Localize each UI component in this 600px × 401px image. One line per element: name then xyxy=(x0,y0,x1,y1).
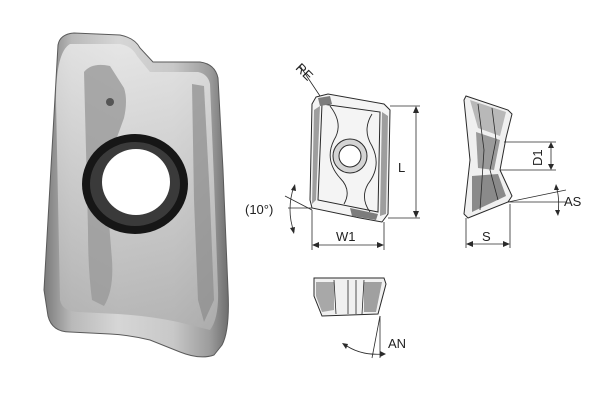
dimension-labels: RE L (10°) W1 D1 AS S AN xyxy=(245,60,582,351)
front-view-chipbreaker xyxy=(329,105,377,213)
insert-photo xyxy=(43,32,229,358)
an-arc xyxy=(343,343,385,355)
d1-arrow-bottom xyxy=(548,164,554,170)
bottom-view-shade-left xyxy=(316,282,334,312)
bottom-view-shade-right xyxy=(364,282,382,312)
front-view-corner-top xyxy=(318,96,332,106)
insert-side-shade xyxy=(192,84,214,322)
front-view-hole xyxy=(338,144,362,168)
w1-arrow-left xyxy=(312,242,319,248)
s-arrow-right xyxy=(503,241,510,247)
w1-label: W1 xyxy=(336,229,356,244)
bottom-view-lines xyxy=(333,279,365,315)
angle-arrow-bottom xyxy=(290,227,295,234)
l-label: L xyxy=(398,160,405,175)
an-arrow-right xyxy=(380,351,386,357)
angle-arc xyxy=(289,185,295,233)
s-label: S xyxy=(482,229,491,244)
s-arrow-left xyxy=(466,241,473,247)
insert-mark-dot xyxy=(106,98,114,106)
an-label: AN xyxy=(388,336,406,351)
an-slant-line xyxy=(371,315,381,359)
as-label: AS xyxy=(564,194,582,209)
as-arc xyxy=(555,185,560,215)
side-view-shade-mid xyxy=(476,132,500,170)
an-arrow-left xyxy=(342,343,348,349)
side-view xyxy=(463,95,567,248)
w1-arrow-right xyxy=(377,242,384,248)
l-arrow-top xyxy=(413,106,419,113)
re-label: RE xyxy=(293,60,317,84)
angle-arrow-top xyxy=(291,184,296,191)
as-arrow-top xyxy=(554,184,559,190)
l-arrow-bottom xyxy=(413,211,419,218)
front-view xyxy=(284,65,420,250)
as-arrow-bottom xyxy=(555,210,560,216)
front-view-inner xyxy=(317,103,381,213)
as-slant-line xyxy=(507,189,567,203)
front-view-edge-shade-left xyxy=(312,106,320,204)
front-view-corner-bottom xyxy=(350,208,378,220)
insert-hole xyxy=(102,149,170,215)
side-view-lines xyxy=(477,103,499,211)
angle-slant-line xyxy=(284,195,313,211)
d1-arrow-top xyxy=(548,142,554,148)
angle-label: (10°) xyxy=(245,202,273,217)
bottom-view xyxy=(313,277,387,359)
re-leader-line xyxy=(299,65,321,97)
d1-label: D1 xyxy=(530,149,545,166)
front-view-edge-shade-right xyxy=(380,112,388,216)
